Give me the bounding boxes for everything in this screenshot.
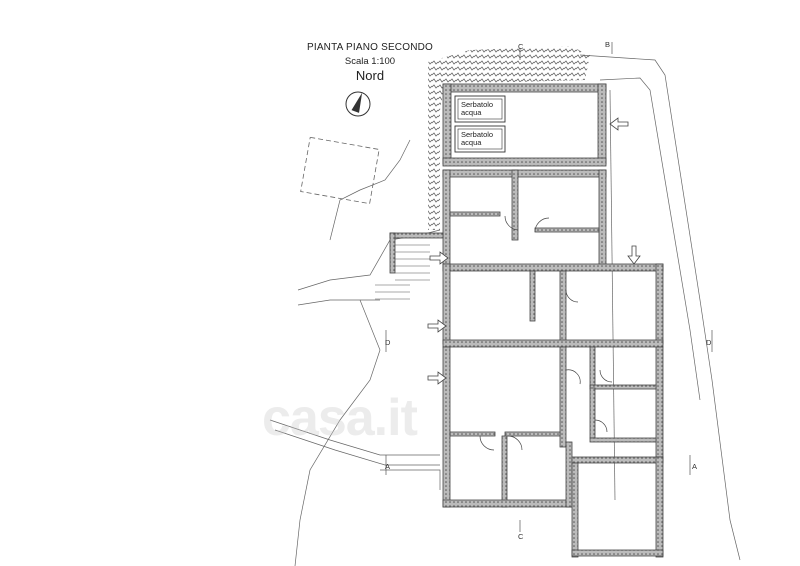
entry-arrows — [427, 117, 641, 385]
tank-label-2: Serbatolo acqua — [461, 130, 494, 147]
section-c-top: C — [518, 42, 524, 51]
stairs — [375, 244, 430, 300]
plan-title: PIANTA PIANO SECONDO — [306, 42, 434, 53]
section-c-bottom: C — [518, 532, 524, 541]
building-walls — [389, 169, 664, 558]
tank-label-1: Serbatolo acqua — [461, 100, 494, 117]
north-arrow-icon — [345, 91, 371, 117]
outbuilding-outline — [300, 136, 380, 205]
section-b-top: B — [605, 40, 611, 49]
site-lines — [269, 54, 741, 566]
section-a-right: A — [692, 462, 698, 471]
plan-scale: Scala 1:100 — [344, 56, 396, 67]
terrain-hatch — [428, 46, 590, 230]
north-label: Nord — [355, 68, 385, 83]
section-markers — [385, 42, 713, 532]
section-d-left: D — [385, 338, 391, 347]
section-a-left: A — [385, 462, 391, 471]
tank-room — [442, 83, 607, 167]
watermark: casa.it — [262, 389, 418, 447]
section-d-right: D — [706, 338, 712, 347]
door-swings — [479, 215, 613, 451]
